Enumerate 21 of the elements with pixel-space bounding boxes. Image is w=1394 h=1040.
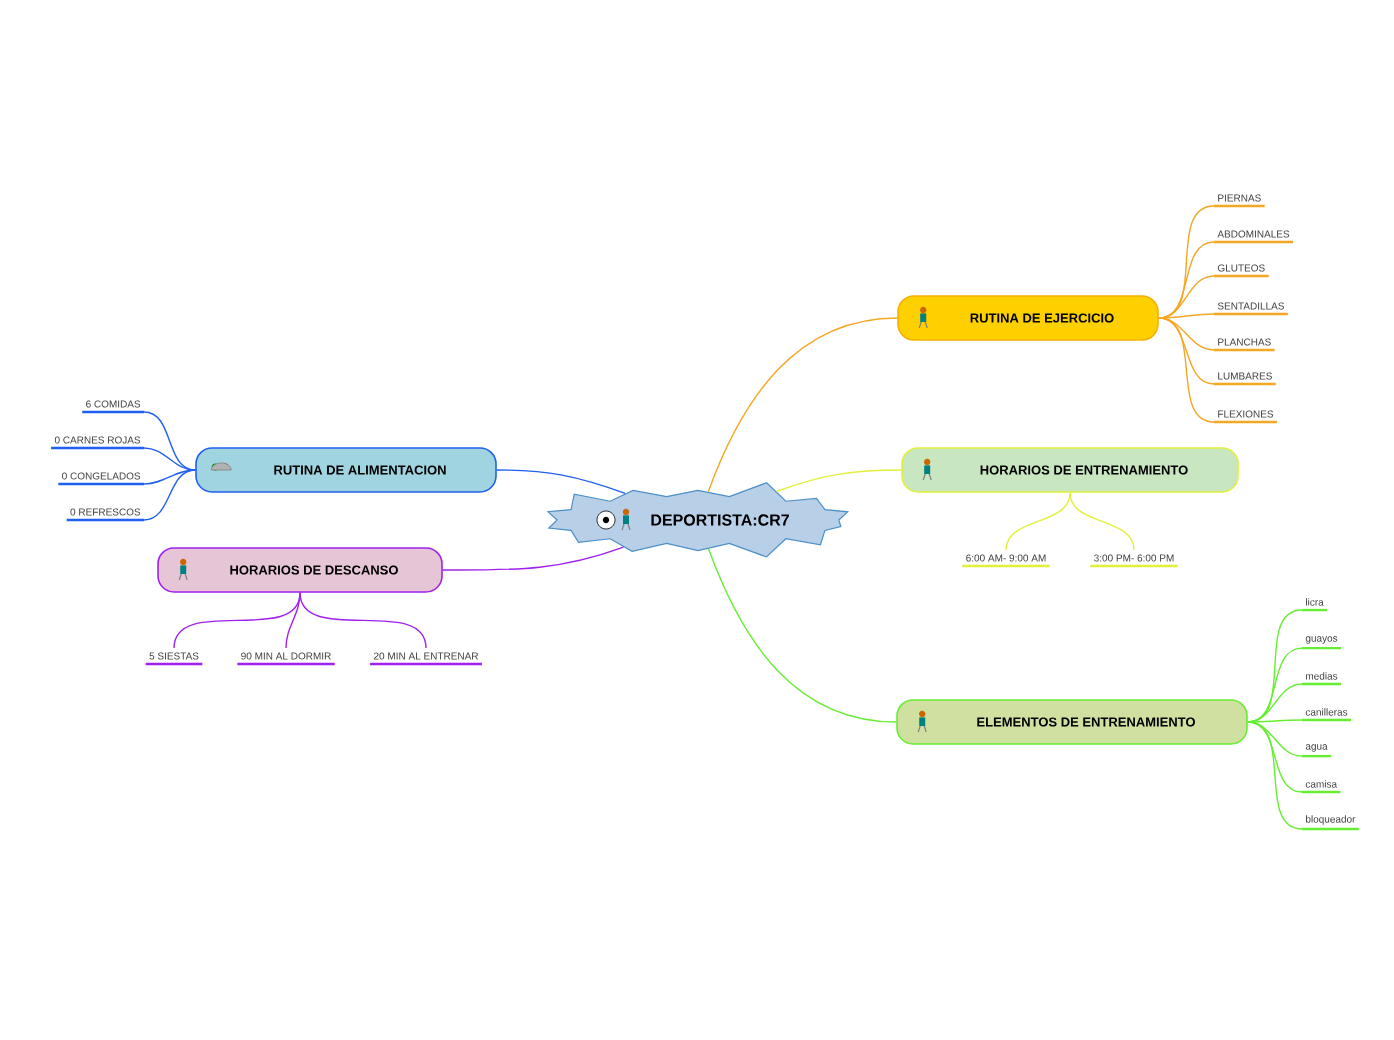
- connector: [1158, 317, 1215, 423]
- connector: [775, 469, 902, 493]
- connector: [143, 447, 196, 471]
- connector: [707, 548, 897, 723]
- connector: [1247, 683, 1303, 723]
- connector: [442, 546, 625, 571]
- connector: [1247, 721, 1303, 793]
- connector: [496, 469, 626, 495]
- connector: [1247, 721, 1303, 830]
- connector: [1158, 317, 1215, 385]
- connector: [1158, 313, 1215, 319]
- connector: [299, 592, 427, 649]
- connector: [1247, 719, 1303, 723]
- connector: [1158, 275, 1215, 319]
- starburst-node: DEPORTISTA:CR7: [546, 482, 850, 558]
- connector: [1005, 492, 1071, 551]
- connector: [1069, 492, 1135, 551]
- connector: [707, 317, 898, 493]
- connector: [143, 469, 196, 521]
- connector: [143, 411, 196, 471]
- connector: [285, 592, 301, 649]
